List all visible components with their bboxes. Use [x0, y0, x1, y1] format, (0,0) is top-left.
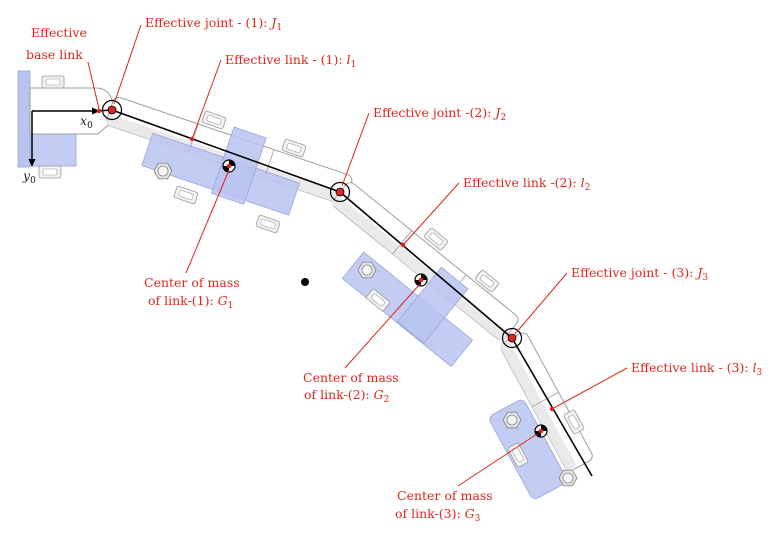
leader-link-1 [191, 59, 222, 140]
com-1-label-line1: Center of mass [144, 275, 240, 290]
joint-3-label: Effective joint - (3): J3 [571, 265, 708, 283]
link-2-bolt-1 [357, 261, 377, 279]
base-bottom-clamp [38, 165, 62, 179]
leader-joint-1 [113, 24, 142, 105]
com-1-label-line2: of link-(1): G1 [148, 293, 233, 311]
x0-arrowhead [92, 107, 100, 115]
base-frame-axes: x0 y0 [22, 107, 100, 186]
leader-com-2 [344, 283, 421, 369]
com-3-label-line2: of link-(3): G3 [395, 506, 481, 524]
link-3-bolt-2 [558, 469, 578, 487]
robot-body [17, 70, 593, 499]
leader-lines [87, 24, 628, 487]
black-dot [301, 278, 309, 286]
joint-3-marker [501, 327, 523, 349]
joint-1-label: Effective joint - (1): J1 [145, 15, 282, 33]
base-top-clamp [41, 75, 65, 89]
com-3-label-line1: Center of mass [397, 488, 493, 503]
leader-base-link [87, 61, 100, 110]
joint-2-label: Effective joint -(2): J2 [373, 105, 506, 123]
com-2-label-line2: of link-(2): G2 [304, 387, 389, 405]
link-3-bolt-1 [502, 411, 522, 429]
joint-2-marker [329, 181, 351, 203]
annotations: Effective base link Effective joint - (1… [26, 15, 763, 524]
link-1-bolt-1 [153, 162, 173, 180]
com-2-label-line1: Center of mass [303, 370, 399, 385]
leader-link-3 [551, 367, 628, 410]
leader-link-2 [402, 182, 460, 246]
com-2-marker [414, 273, 428, 287]
x0-label: x0 [80, 113, 93, 131]
y0-arrowhead [28, 159, 36, 167]
link-2-label: Effective link -(2): l2 [463, 175, 590, 193]
leader-joint-3 [514, 272, 568, 335]
base-link-point [96, 108, 102, 114]
link-3-label: Effective link - (3): l3 [631, 360, 763, 378]
leader-com-3 [457, 433, 538, 487]
y0-label: y0 [22, 168, 36, 186]
link-1-clamp-4 [255, 214, 281, 234]
link-1-clamp-3 [173, 185, 199, 205]
joint-1-marker [101, 99, 123, 121]
link-1-plate [141, 126, 301, 216]
base-link-label-line2: base link [26, 47, 83, 62]
link-1-label: Effective link - (1): l1 [225, 52, 356, 70]
leader-joint-2 [341, 112, 370, 187]
com-3-marker [534, 424, 548, 438]
leader-com-1 [185, 169, 230, 274]
base-link-label-line1: Effective [31, 25, 87, 40]
base-back-plate [17, 70, 31, 168]
